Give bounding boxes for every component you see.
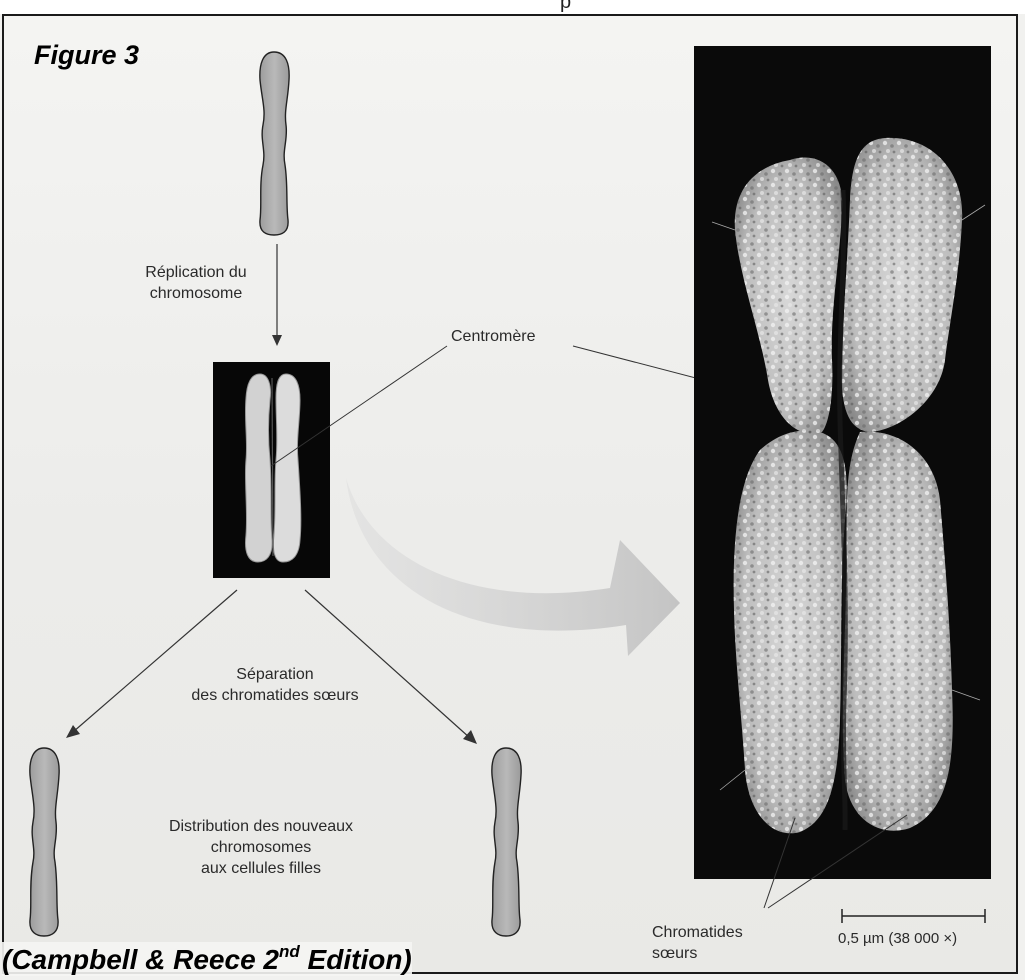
replication-label-line-2: chromosome <box>126 283 266 304</box>
figure-title: Figure 3 <box>34 40 139 71</box>
scale-bar-label: 0,5 µm (38 000 ×) <box>838 928 957 949</box>
chromosome-top <box>260 52 289 235</box>
credit-suffix: Edition) <box>300 944 412 975</box>
credit-prefix: (Campbell & Reece 2 <box>2 944 279 975</box>
separation-label-line-2: des chromatides sœurs <box>160 685 390 706</box>
sister-chromatids-label-line-2: sœurs <box>652 943 743 964</box>
daughter-chromosome-right <box>492 748 521 936</box>
arrow-left-daughter <box>73 590 237 732</box>
sister-chromatids-label-line-1: Chromatides <box>652 922 743 943</box>
separation-label: Séparation des chromatides sœurs <box>160 664 390 706</box>
credit-superscript: nd <box>279 942 300 961</box>
sister-chromatids-label: Chromatides sœurs <box>652 922 743 964</box>
replicated-chromatid-left <box>245 374 272 562</box>
separation-label-line-1: Séparation <box>160 664 390 685</box>
distribution-label-line-2: chromosomes <box>146 837 376 858</box>
big-curved-arrow <box>346 478 680 656</box>
arrow-down-head <box>272 335 282 346</box>
arrow-left-daughter-head <box>66 725 80 738</box>
daughter-chromosome-left <box>30 748 59 936</box>
replicated-chromatid-right <box>273 374 300 562</box>
replication-label-line-1: Réplication du <box>126 262 266 283</box>
replication-label: Réplication du chromosome <box>126 262 266 304</box>
distribution-label-line-1: Distribution des nouveaux <box>146 816 376 837</box>
distribution-label-line-3: aux cellules filles <box>146 858 376 879</box>
centromere-label: Centromère <box>451 326 535 347</box>
distribution-label: Distribution des nouveaux chromosomes au… <box>146 816 376 879</box>
arrow-right-daughter-head <box>463 730 477 744</box>
citation-credit: (Campbell & Reece 2nd Edition) <box>2 942 412 976</box>
